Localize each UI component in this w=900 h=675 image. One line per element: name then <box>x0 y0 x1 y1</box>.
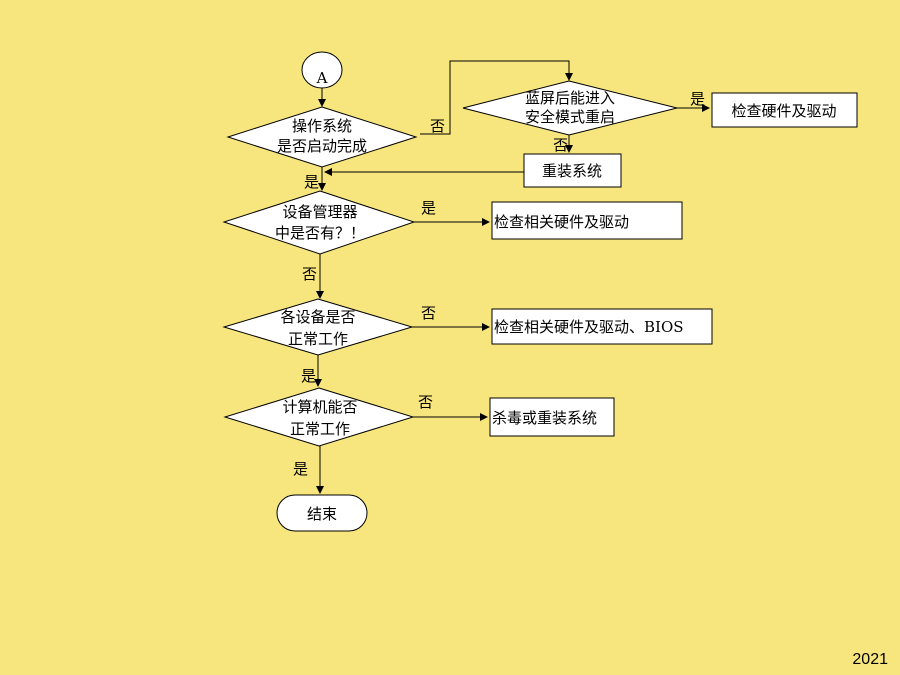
label-device-normal-no: 否 <box>421 304 436 322</box>
svg-text:杀毒或重装系统: 杀毒或重装系统 <box>492 409 597 427</box>
label-device-manager-yes: 是 <box>421 199 436 217</box>
decision-device-normal: 各设备是否 正常工作 <box>222 298 414 356</box>
edge-os-boot-no <box>420 60 573 135</box>
start-connector: A <box>301 51 343 89</box>
svg-text:设备管理器: 设备管理器 <box>282 203 357 221</box>
svg-text:结束: 结束 <box>307 505 337 523</box>
end-terminator: 结束 <box>276 494 368 532</box>
process-check-related-hw-driver: 检查相关硬件及驱动 <box>491 201 683 240</box>
process-check-related-hw-driver-bios: 检查相关硬件及驱动、BIOS <box>491 308 713 345</box>
footer-year: 2021 <box>852 651 888 668</box>
svg-text:检查硬件及驱动: 检查硬件及驱动 <box>731 102 836 120</box>
svg-text:安全模式重启: 安全模式重启 <box>525 108 615 126</box>
process-check-hw-driver: 检查硬件及驱动 <box>711 92 858 128</box>
svg-text:正常工作: 正常工作 <box>288 330 348 348</box>
label-blue-screen-yes: 是 <box>690 90 705 108</box>
label-os-boot-no: 否 <box>430 117 445 135</box>
svg-text:计算机能否: 计算机能否 <box>282 398 357 416</box>
svg-text:蓝屏后能进入: 蓝屏后能进入 <box>525 89 615 107</box>
decision-os-boot: 操作系统 是否启动完成 <box>226 106 418 168</box>
svg-text:检查相关硬件及驱动: 检查相关硬件及驱动 <box>494 213 629 231</box>
decision-blue-screen: 蓝屏后能进入 安全模式重启 <box>462 80 678 136</box>
label-computer-normal-no: 否 <box>418 393 433 411</box>
decision-device-manager: 设备管理器 中是否有？！ <box>222 190 416 255</box>
process-antivirus-reinstall: 杀毒或重装系统 <box>489 397 615 437</box>
label-blue-screen-no: 否 <box>553 136 568 154</box>
svg-text:操作系统: 操作系统 <box>292 117 352 135</box>
svg-text:中是否有？！: 中是否有？！ <box>275 224 365 242</box>
label-os-boot-yes: 是 <box>304 173 319 191</box>
svg-text:检查相关硬件及驱动、BIOS: 检查相关硬件及驱动、BIOS <box>494 318 684 336</box>
svg-text:正常工作: 正常工作 <box>290 420 350 438</box>
process-reinstall-os: 重装系统 <box>523 153 622 188</box>
label-computer-normal-yes: 是 <box>293 460 308 478</box>
svg-text:是否启动完成: 是否启动完成 <box>277 137 367 155</box>
label-device-manager-no: 否 <box>302 265 317 283</box>
label-device-normal-yes: 是 <box>301 367 316 385</box>
decision-computer-normal: 计算机能否 正常工作 <box>223 387 415 447</box>
svg-text:各设备是否: 各设备是否 <box>280 308 355 326</box>
svg-text:重装系统: 重装系统 <box>542 162 602 180</box>
svg-text:A: A <box>316 69 328 87</box>
